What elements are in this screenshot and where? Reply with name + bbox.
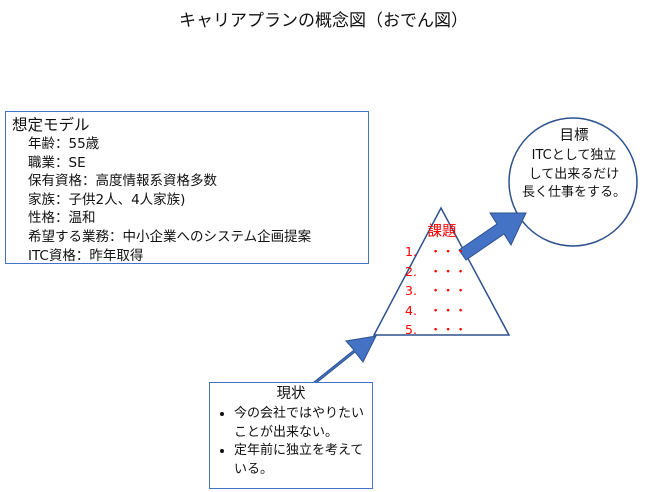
goal-content: 目標 ITCとして独立 して出来るだけ 長く仕事をする。 — [507, 127, 641, 237]
issues-list: 1. ・・・ 2. ・・・ 3. ・・・ 4. ・・・ 5. ・・・ — [405, 242, 467, 340]
issues-title: 課題 — [427, 224, 457, 240]
issue-item: 3. ・・・ — [405, 283, 467, 298]
goal-line: ITCとして独立 — [531, 148, 617, 163]
model-item-itc: ITC資格：昨年取得 — [28, 247, 144, 264]
current-item: 今の会社ではやりたいことが出来ない。 — [234, 405, 372, 442]
goal-circle — [508, 117, 638, 247]
model-box: 想定モデル 年齢：55歳 職業：SE 保有資格：高度情報系資格多数 家族：子供2… — [5, 111, 369, 264]
model-list: 年齢：55歳 職業：SE 保有資格：高度情報系資格多数 家族：子供2人、4人家族… — [12, 135, 368, 265]
issue-item: 4. ・・・ — [405, 302, 467, 318]
goal-line: 長く仕事をする。 — [521, 185, 626, 200]
arrow-current-to-issues — [308, 335, 377, 389]
issue-item: 1. ・・・ — [405, 244, 467, 259]
model-item-age: 年齢：55歳 — [28, 136, 100, 152]
current-title: 現状 — [276, 386, 306, 402]
model-item-qualifications: 保有資格：高度情報系資格多数 — [28, 173, 217, 190]
current-item: 定年前に独立を考えている。 — [234, 442, 372, 479]
current-box: 現状 今の会社ではやりたいことが出来ない。 定年前に独立を考えている。 — [209, 382, 373, 489]
issue-item: 2. ・・・ — [405, 263, 467, 279]
model-item-desired-work: 希望する業務：中小企業へのシステム企画提案 — [28, 228, 312, 245]
arrow-issues-to-goal — [458, 212, 527, 261]
model-item-job: 職業：SE — [28, 154, 86, 171]
goal-line: して出来るだけ — [528, 166, 620, 182]
model-title: 想定モデル — [12, 116, 90, 134]
diagram-title: キャリアプランの概念図（おでん図） — [179, 11, 468, 31]
model-item-personality: 性格：温和 — [28, 210, 96, 227]
current-list: 今の会社ではやりたいことが出来ない。 定年前に独立を考えている。 — [210, 405, 372, 479]
goal-title: 目標 — [559, 128, 589, 144]
issue-item: 5. ・・・ — [405, 322, 467, 337]
model-item-family: 家族：子供2人、4人家族) — [28, 191, 186, 208]
issues-triangle — [372, 206, 511, 336]
